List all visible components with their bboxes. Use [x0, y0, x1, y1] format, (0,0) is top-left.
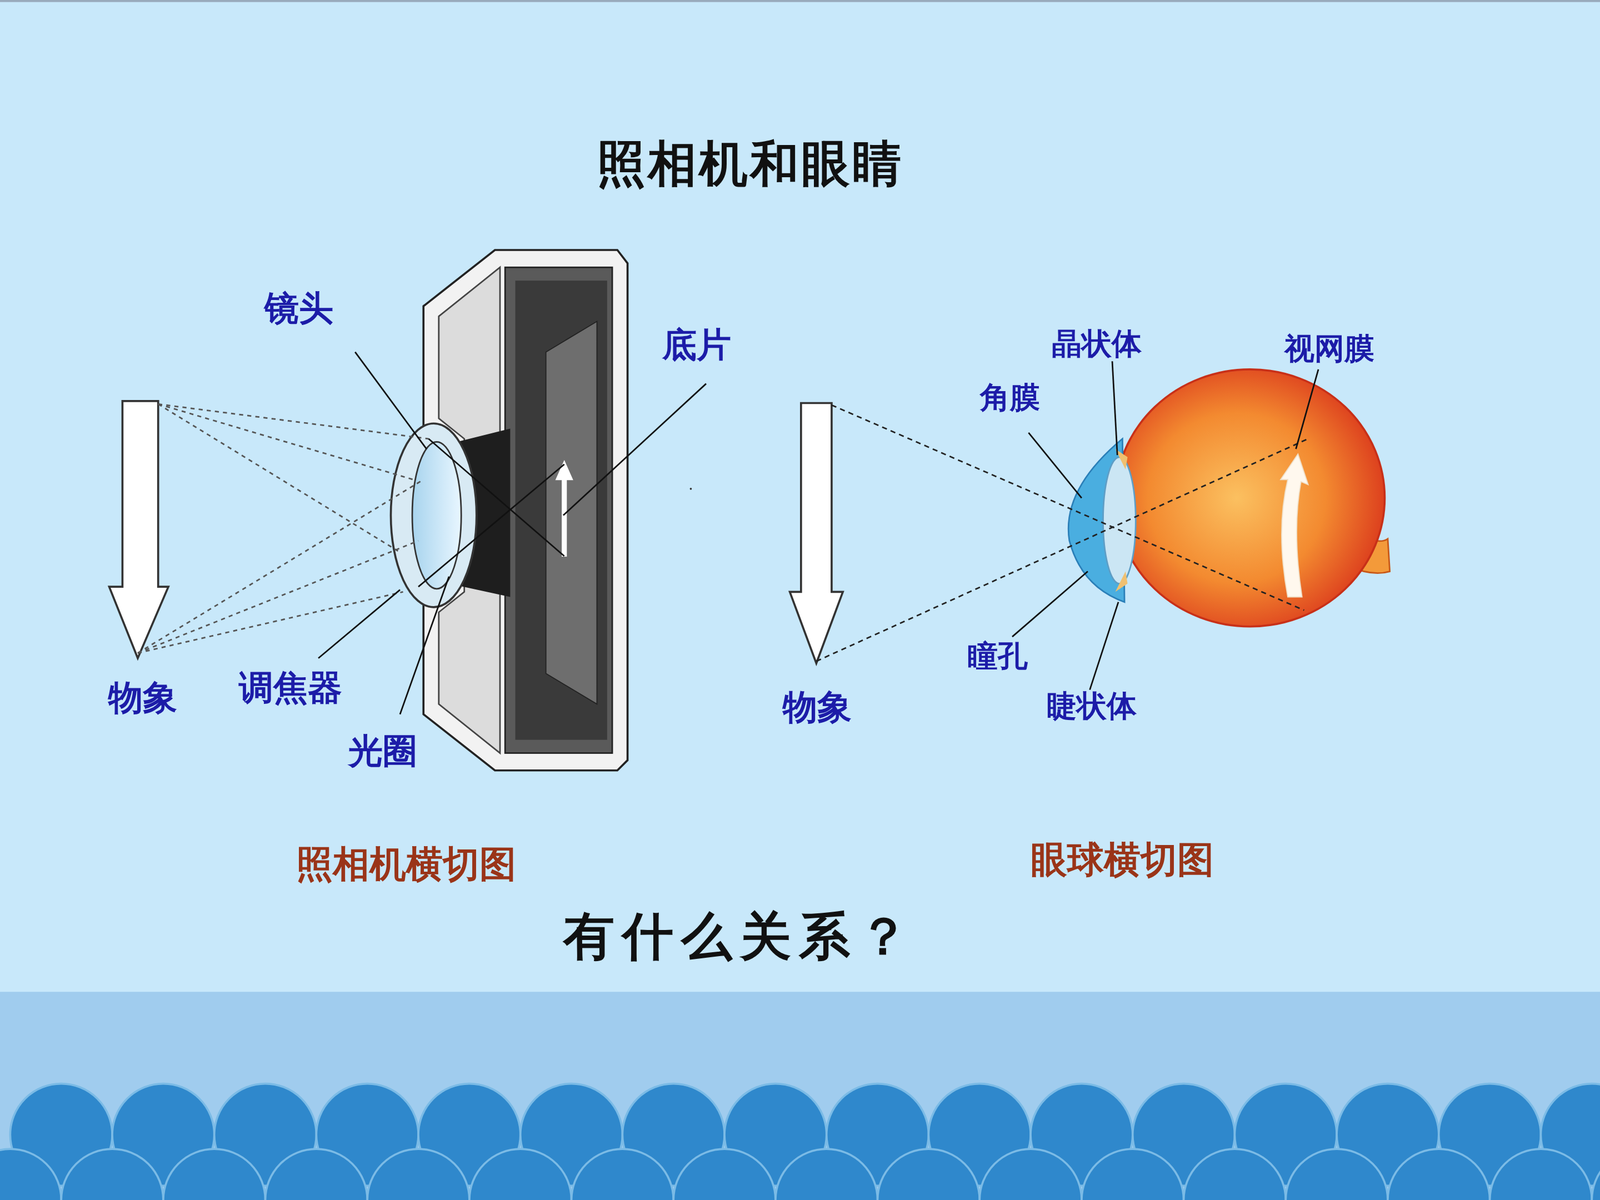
figure-caption: 照相机横切图 — [296, 843, 517, 885]
part-label: 镜头 — [264, 289, 334, 328]
slide-title: 照相机和眼睛 — [596, 136, 904, 190]
part-label: 物象 — [782, 688, 852, 727]
wave-pattern — [0, 1083, 1600, 1200]
part-label: 视网膜 — [1284, 332, 1375, 365]
part-label: 调焦器 — [238, 668, 343, 707]
question-text: 有什么关系？ — [563, 908, 917, 965]
part-label: 物象 — [108, 678, 178, 717]
leader-lines — [318, 352, 707, 715]
part-label: 睫状体 — [1046, 689, 1137, 723]
part-label: 瞳孔 — [967, 639, 1028, 673]
figure-caption: 眼球横切图 — [1030, 840, 1214, 881]
camera-section — [109, 250, 707, 771]
part-label: 角膜 — [980, 381, 1040, 415]
leader-lines — [1012, 361, 1319, 690]
top-line — [0, 0, 1600, 3]
dot — [690, 487, 693, 490]
eye-section — [790, 361, 1390, 690]
part-label: 光圈 — [348, 732, 418, 770]
part-label: 晶状体 — [1051, 327, 1142, 360]
part-label: 底片 — [662, 326, 732, 364]
